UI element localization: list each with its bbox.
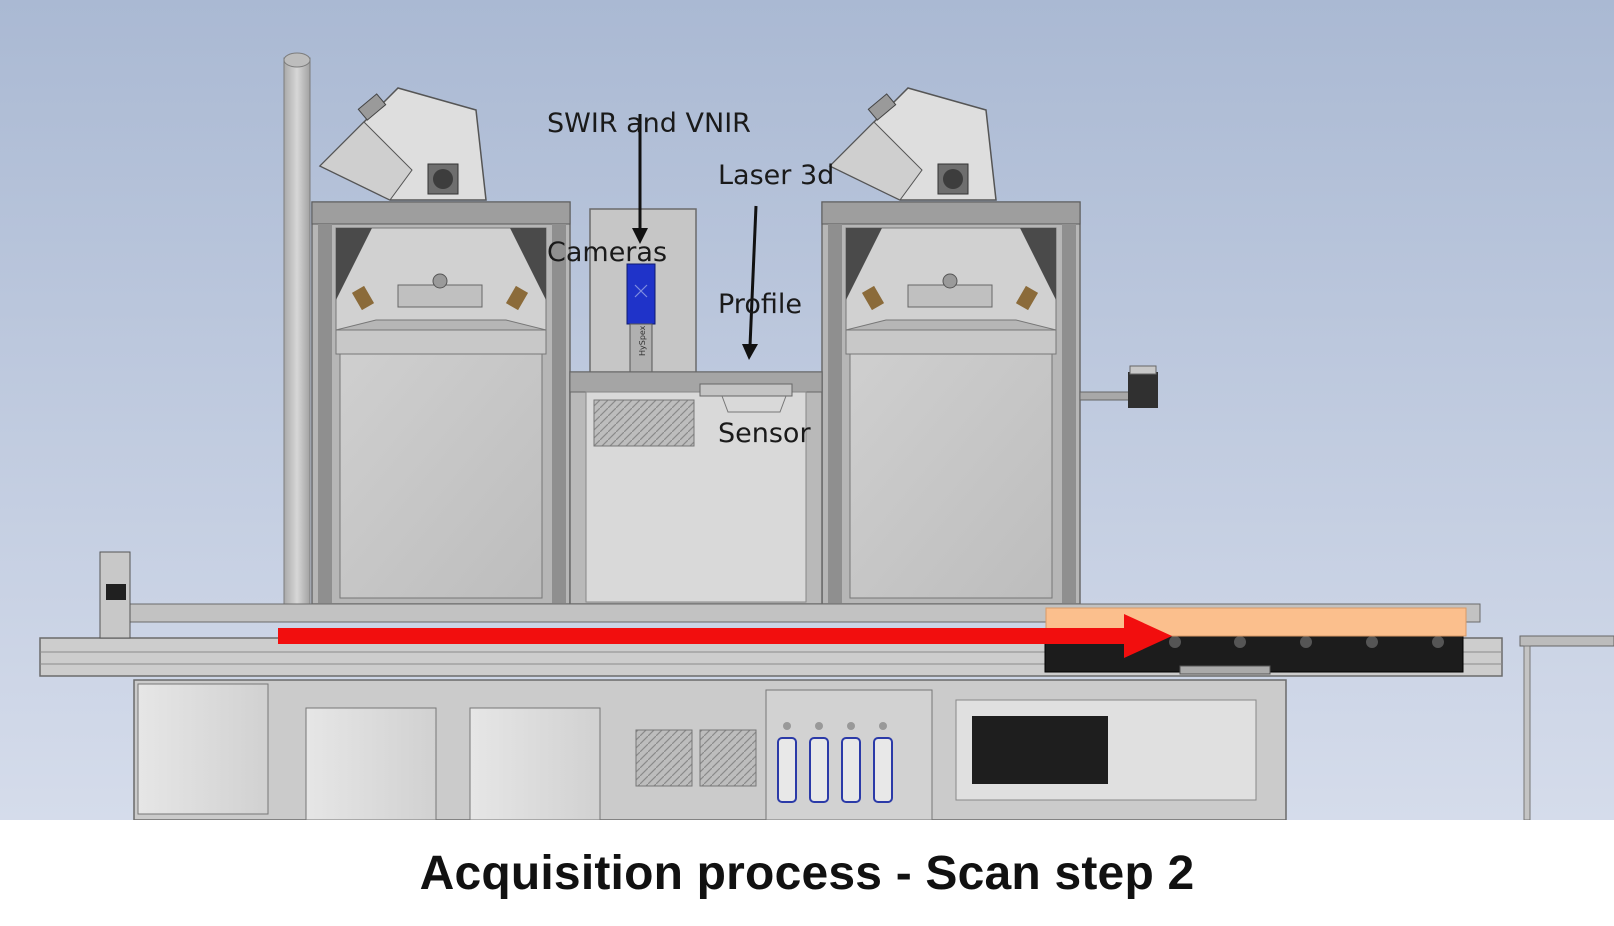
right-arrow-icon [278, 614, 1172, 658]
caption-title: Acquisition process - Scan step 2 [419, 846, 1195, 900]
side-table [1519, 635, 1614, 820]
cameras-label-line-2: Cameras [547, 237, 668, 268]
laser-label-line-2: Profile [718, 289, 802, 320]
camera-brand-text: HySpex [638, 325, 647, 356]
camera-column: HySpex [589, 208, 697, 380]
caption-bar: Acquisition process - Scan step 2 [0, 820, 1614, 926]
lower-cabinet [133, 679, 1287, 820]
left-light-housing [318, 87, 487, 201]
machine-diagram: HySpex [0, 0, 1614, 820]
down-arrow-icon [742, 205, 758, 360]
left-motor [99, 551, 131, 639]
cameras-label: SWIR and VNIR Cameras [547, 16, 751, 317]
laser-label-line-1: Laser 3d [718, 160, 835, 191]
left-enclosure [311, 201, 571, 605]
scan-chamber [569, 371, 823, 605]
side-sensor-bracket [1079, 365, 1158, 408]
down-arrow-icon [632, 114, 648, 244]
laser-label-line-3: Sensor [718, 418, 811, 449]
cameras-label-line-1: SWIR and VNIR [547, 108, 751, 139]
laser-sensor-label: Laser 3d Profile Sensor [718, 68, 834, 498]
right-light-housing [828, 87, 997, 201]
exhaust-pipe [283, 52, 311, 609]
right-enclosure [821, 201, 1081, 605]
